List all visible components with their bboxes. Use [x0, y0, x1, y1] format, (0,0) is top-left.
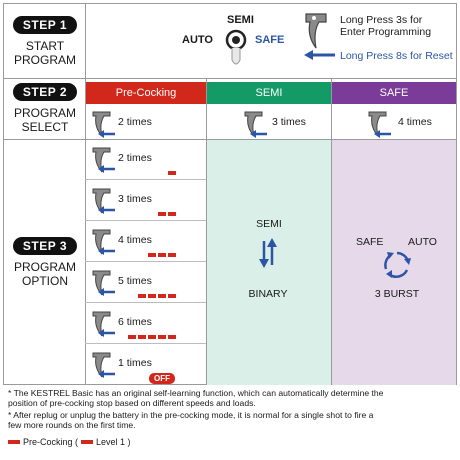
- footnote-2: * After replug or unplug the battery in …: [8, 410, 374, 430]
- selector-semi-label: SEMI: [227, 14, 254, 26]
- arrow-left-icon: [98, 206, 115, 214]
- column-header-semi: SEMI: [207, 82, 331, 104]
- selector-safe-label: SAFE: [255, 34, 285, 46]
- arrow-left-icon: [304, 50, 335, 60]
- precocking-option-times: 1 times: [118, 357, 152, 369]
- swap-arrows-icon: [259, 238, 277, 268]
- trigger-icon: [92, 147, 111, 173]
- arrow-left-icon: [374, 130, 391, 138]
- level-bar: [158, 294, 166, 298]
- selector-auto-label: AUTO: [182, 34, 213, 46]
- cycle-arrows-icon: [384, 251, 411, 278]
- safe-option-bg: [331, 140, 456, 385]
- legend-precocking: Pre-Cocking (: [23, 437, 79, 447]
- trigger-icon: [92, 311, 111, 337]
- arrow-left-icon: [98, 130, 115, 138]
- auto-mode-label: AUTO: [408, 236, 437, 248]
- level-bar: [148, 294, 156, 298]
- legend: Pre-Cocking ( Level 1 ): [8, 437, 131, 447]
- precocking-select-times: 2 times: [118, 116, 152, 128]
- step-badge: STEP 1: [12, 15, 78, 34]
- trigger-icon: [92, 188, 111, 214]
- column-header-safe: SAFE: [332, 82, 456, 104]
- selector-switch-icon: [225, 29, 247, 65]
- level-bar: [128, 335, 136, 339]
- level-bar: [168, 294, 176, 298]
- semi-select-times: 3 times: [272, 116, 306, 128]
- step-badge: STEP 3: [12, 236, 78, 255]
- legend-swatch: [8, 440, 20, 444]
- level-bar: [158, 212, 166, 216]
- off-badge: OFF: [149, 373, 175, 384]
- precocking-option-times: 3 times: [118, 193, 152, 205]
- trigger-icon: [305, 13, 327, 49]
- level-bar: [148, 335, 156, 339]
- level-bar: [168, 171, 176, 175]
- divider: [206, 78, 207, 385]
- programming-instructions: Long Press 3s for Enter Programming: [340, 14, 432, 38]
- arrow-left-icon: [98, 165, 115, 173]
- divider: [331, 78, 332, 385]
- arrow-left-icon: [98, 329, 115, 337]
- precocking-option-times: 4 times: [118, 234, 152, 246]
- level-bar: [168, 335, 176, 339]
- level-bar: [168, 253, 176, 257]
- legend-level: Level 1 ): [96, 437, 131, 447]
- precocking-option-times: 2 times: [118, 152, 152, 164]
- safe-mode-label: SAFE: [356, 236, 384, 248]
- binary-mode-label: BINARY: [248, 288, 288, 300]
- semi-option-bg: [206, 140, 331, 385]
- safe-select-times: 4 times: [398, 116, 432, 128]
- trigger-icon: [92, 270, 111, 296]
- divider: [4, 78, 456, 79]
- footnote-1: * The KESTREL Basic has an original self…: [8, 388, 384, 408]
- level-bar: [158, 253, 166, 257]
- arrow-left-icon: [250, 130, 267, 138]
- column-header-precocking: Pre-Cocking: [86, 82, 206, 104]
- arrow-left-icon: [98, 370, 115, 378]
- level-bar: [148, 253, 156, 257]
- step-badge: STEP 2: [12, 83, 78, 101]
- level-bar: [168, 212, 176, 216]
- arrow-left-icon: [98, 288, 115, 296]
- level-bar: [158, 335, 166, 339]
- semi-mode-label: SEMI: [256, 218, 282, 230]
- trigger-icon: [92, 229, 111, 255]
- burst-mode-label: 3 BURST: [374, 288, 420, 300]
- arrow-left-icon: [98, 247, 115, 255]
- trigger-icon: [92, 352, 111, 378]
- precocking-option-times: 6 times: [118, 316, 152, 328]
- divider: [4, 139, 456, 140]
- reset-instruction: Long Press 8s for Reset: [340, 50, 453, 62]
- legend-swatch: [81, 440, 94, 444]
- precocking-option-times: 5 times: [118, 275, 152, 287]
- level-bar: [138, 335, 146, 339]
- divider: [85, 4, 86, 385]
- level-bar: [138, 294, 146, 298]
